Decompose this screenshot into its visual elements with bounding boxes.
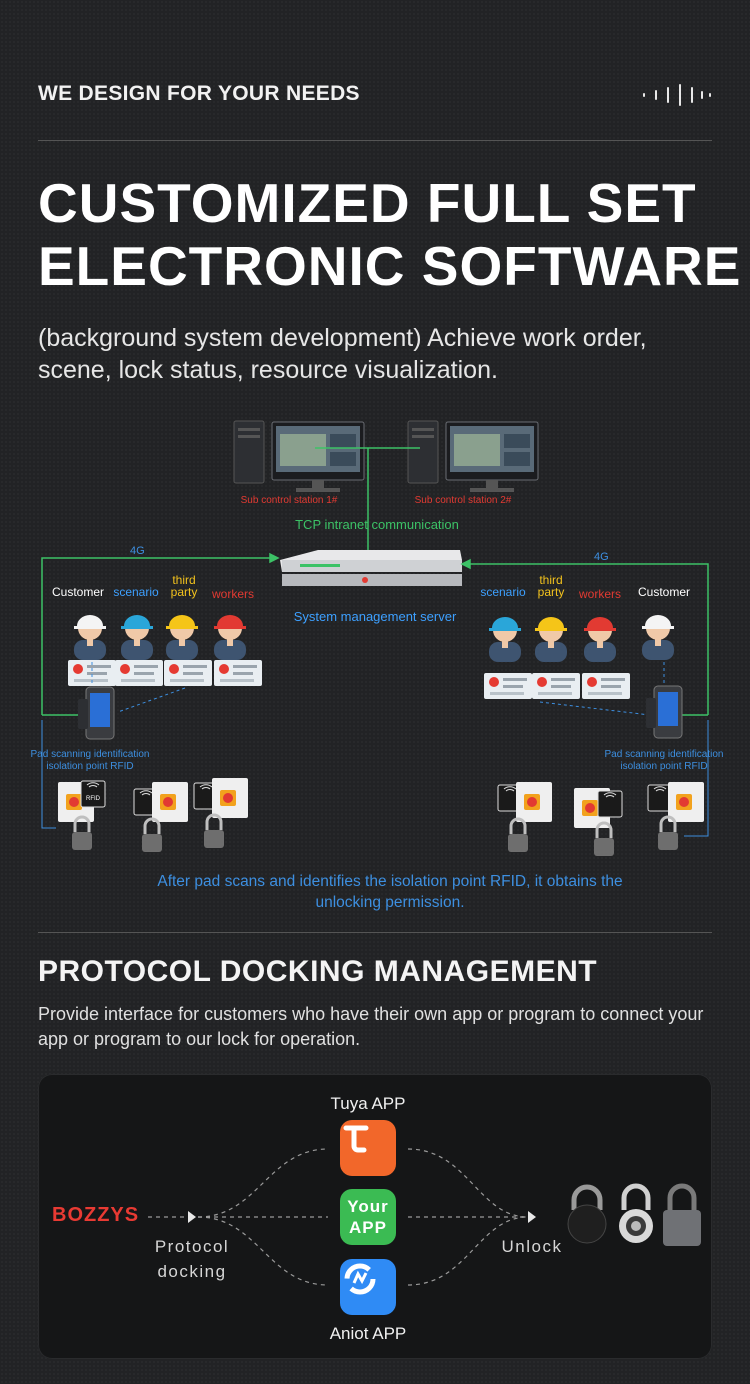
hero-title-line-2: ELECTRONIC SOFTWARE: [38, 235, 742, 297]
right-role-workers: workers: [578, 587, 621, 601]
aniot-app-label: Aniot APP: [329, 1324, 407, 1343]
right-pad-scanner: [645, 685, 683, 739]
right-4g-link: [460, 558, 709, 716]
right-id-cards: [484, 673, 630, 699]
grey-padlock-icon: [663, 1183, 701, 1246]
left-pad-scanner: [77, 686, 115, 740]
your-app-text-1: Your: [347, 1197, 389, 1216]
top-divider: [38, 140, 712, 141]
right-isolation-points: [497, 782, 704, 858]
unlock-label: Unlock: [501, 1237, 563, 1256]
diagram-caption-line-1: After pad scans and identifies the isola…: [157, 873, 622, 890]
left-role-customer: Customer: [52, 585, 104, 599]
protocol-panel: BOZZYS Protocol docking Tuya APP Your AP…: [38, 1074, 712, 1359]
hero-subtitle: (background system development) Achieve …: [38, 324, 647, 384]
tuya-app-label: Tuya APP: [330, 1094, 406, 1113]
server-label: System management server: [294, 609, 457, 624]
tagline: WE DESIGN FOR YOUR NEEDS: [38, 82, 360, 105]
right-role-customer: Customer: [638, 585, 690, 599]
bozzys-logo: BOZZYS: [52, 1204, 140, 1226]
protocol-label-line-1: Protocol: [154, 1237, 230, 1256]
aniot-app-icon[interactable]: [340, 1259, 396, 1315]
left-4g-label: 4G: [130, 545, 145, 557]
right-role-party: party: [538, 585, 565, 599]
right-pad-label-1: Pad scanning identification: [605, 749, 724, 760]
left-role-workers: workers: [211, 587, 254, 601]
your-app-text-2: APP: [349, 1218, 387, 1237]
protocol-description: Provide interface for customers who have…: [38, 1004, 704, 1049]
right-role-scenario: scenario: [480, 585, 526, 599]
tuya-logo-icon: [343, 1125, 369, 1153]
station-2-label: Sub control station 2#: [415, 495, 512, 506]
padlocks-group: [567, 1183, 701, 1246]
protocol-docking-label: Protocol docking: [142, 1234, 242, 1284]
hero-title: CUSTOMIZED FULL SET ELECTRONIC SOFTWARE: [38, 172, 741, 298]
left-role-party: party: [171, 585, 198, 599]
hero-title-line-1: CUSTOMIZED FULL SET: [38, 172, 697, 234]
protocol-label-line-2: docking: [157, 1262, 227, 1281]
left-role-scenario: scenario: [113, 585, 159, 599]
dial-padlock-icon: [619, 1183, 653, 1243]
tcp-label: TCP intranet communication: [295, 517, 459, 532]
connector-lines: [148, 1148, 536, 1286]
sound-wave-icon: [643, 84, 711, 106]
right-workers: [489, 615, 674, 662]
right-4g-label: 4G: [594, 551, 609, 563]
left-4g-link: [41, 552, 280, 716]
sub-control-pc-1: [233, 420, 365, 493]
left-workers: [74, 615, 246, 660]
protocol-title: PROTOCOL DOCKING MANAGEMENT: [38, 955, 598, 988]
left-pad-label-1: Pad scanning identification: [31, 749, 150, 760]
aniot-logo-icon: [344, 1263, 376, 1295]
network-diagram: Sub control station 1# Sub control stati…: [31, 420, 724, 911]
right-pad-label-2: isolation point RFID: [620, 761, 707, 772]
rfid-tag-label: RFID: [86, 796, 101, 802]
diagram-caption-line-2: unlocking permission.: [315, 894, 464, 911]
your-app-icon[interactable]: Your APP: [340, 1189, 396, 1245]
sub-control-pc-2: [407, 420, 539, 493]
left-pad-label-2: isolation point RFID: [46, 761, 133, 772]
right-role-third: third: [539, 573, 562, 587]
station-1-label: Sub control station 1#: [241, 495, 338, 506]
round-padlock-icon: [567, 1184, 607, 1244]
tuya-app-icon[interactable]: [340, 1120, 396, 1176]
section-divider: [38, 932, 712, 933]
left-id-cards: [68, 660, 262, 686]
left-role-third: third: [172, 573, 195, 587]
left-isolation-points: [58, 778, 248, 854]
server-icon: [280, 550, 462, 586]
